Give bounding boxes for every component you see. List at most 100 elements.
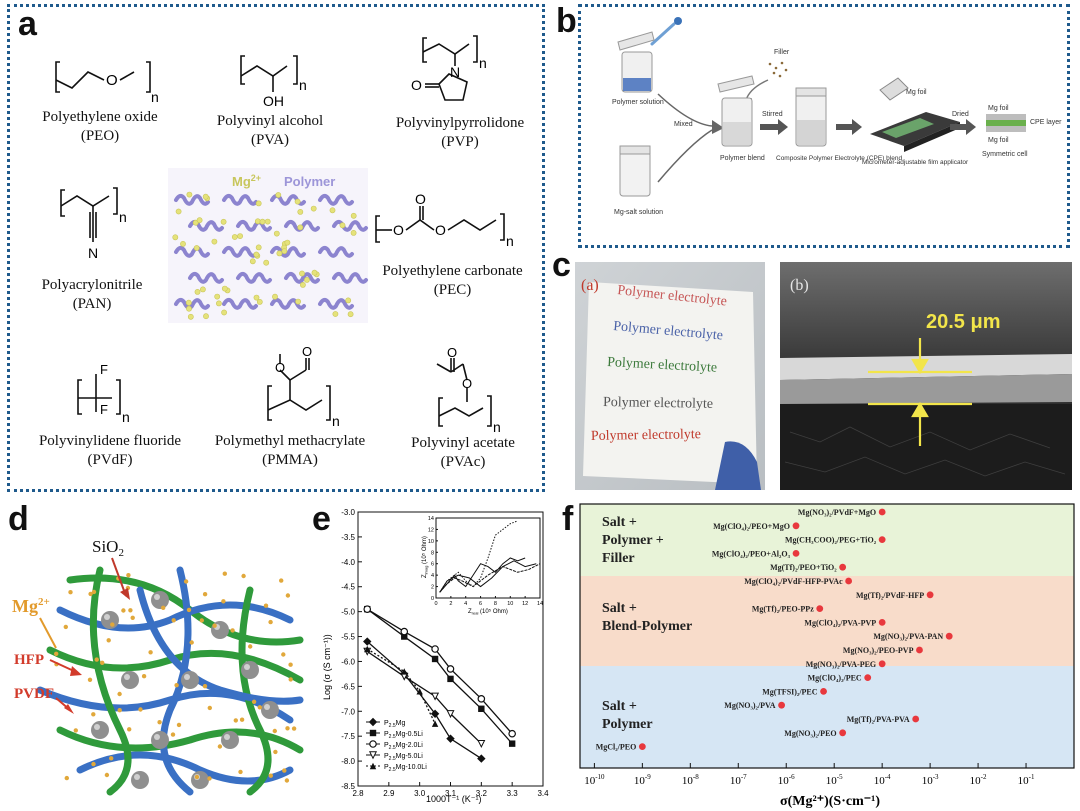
e-data-point — [431, 655, 439, 663]
f-point-label: MgCl₂/PEO — [596, 743, 637, 752]
pan-structure: N n — [60, 187, 127, 261]
polymer-chain — [270, 245, 306, 258]
filler-particles-icon — [768, 61, 788, 78]
mg-ion-dot — [186, 191, 193, 198]
mg-ion-dot — [194, 289, 201, 295]
photo-a-label: (a) — [581, 277, 599, 294]
mg-ion-bead — [117, 708, 122, 713]
e-data-point — [477, 739, 486, 748]
mg-ion-bead — [91, 589, 97, 595]
mg-ion-dot — [311, 269, 318, 276]
e-ytick-label: -5.5 — [341, 633, 355, 642]
composite-network-diagram: SiO2 Mg2+ HFP PVDF — [12, 537, 304, 796]
f-point-label: Mg(ClO₄)₂/PVA-PVP — [804, 618, 876, 627]
e-inset-ytick-label: 4 — [431, 573, 434, 579]
pan-n: n — [119, 209, 127, 225]
film-applicator-text: Micrometer-adjustable film applicator — [862, 159, 969, 166]
polymer-chain — [174, 297, 210, 310]
f-point-label: Mg(NO₃)₂/PVA — [724, 701, 776, 710]
mg-ion-dot — [276, 250, 283, 257]
e-xtick-label: 3.3 — [507, 789, 519, 798]
mg-foil-top-text: Mg foil — [906, 89, 927, 96]
polymer-name-pan: Polyacrylonitrile(PAN) — [41, 277, 143, 312]
polymer-name-peo: Polyethylene oxide(PEO) — [42, 109, 158, 144]
f-data-point — [820, 688, 827, 695]
polymer-chain — [318, 297, 354, 310]
sio2-particle — [91, 721, 109, 739]
f-xtick-label: 10-1 — [1018, 773, 1035, 787]
polymer-chain — [222, 193, 258, 206]
f-data-point — [778, 701, 785, 709]
polymer-strand — [56, 726, 304, 754]
mg-ion-bead — [202, 684, 208, 689]
polymer-name-pva: Polyvinyl alcohol(PVA) — [216, 113, 324, 148]
mg-ion-dot — [175, 208, 182, 215]
e-ytick-label: -6.5 — [341, 682, 355, 691]
e-data-point — [401, 633, 408, 640]
f-data-point — [792, 550, 800, 557]
pvac-structure: O O n — [436, 345, 501, 435]
panel-d-label: d — [8, 500, 29, 538]
mg-ion-dot — [249, 258, 256, 265]
e-inset-ytick-label: 10 — [428, 539, 434, 545]
mg-ion-bead — [91, 761, 96, 767]
schematic-mg-label: Mg2+ — [232, 173, 261, 189]
sio2-particle — [121, 671, 139, 689]
e-ytick-label: -7.5 — [341, 732, 355, 741]
f-category-label: Polymer + — [602, 533, 664, 548]
e-ytick-label: -6.0 — [341, 657, 355, 666]
sio2-highlight — [154, 594, 160, 600]
pvdf-fluorine-2: F — [100, 402, 108, 417]
mg-ion-bead — [281, 652, 286, 657]
pmma-n: n — [332, 413, 340, 429]
polymer-blend-vial-icon — [717, 75, 755, 147]
f-point-label: Mg(NO₃)₂/PVA-PEG — [806, 660, 876, 669]
e-data-point — [477, 754, 486, 763]
cpe-blend-text: Composite Polymer Electrolyte (CPE) blen… — [776, 155, 902, 162]
f-data-point — [839, 729, 847, 737]
symmetric-cell-icon — [986, 114, 1026, 132]
mg-ion-dot — [264, 218, 271, 225]
polymer-strand — [89, 566, 132, 796]
e-inset-ytick-label: 12 — [428, 527, 434, 533]
e-data-point — [508, 729, 516, 738]
f-point-label: Mg(ClO₄)₂/PVdF-HFP-PVAc — [744, 577, 843, 586]
f-plot-frame — [579, 503, 1075, 769]
f-xtick-label: 10-7 — [730, 773, 747, 787]
mg-ion-dot — [275, 192, 282, 198]
polymer-chain — [284, 271, 320, 284]
pvdf-n: n — [122, 409, 130, 425]
mg-ion-dot — [216, 300, 222, 307]
e-xtick-label: 3.4 — [537, 789, 549, 798]
mg-ion-bead — [91, 712, 96, 717]
mg-ion-dot — [332, 311, 339, 317]
cpe-layer-text: CPE layer — [1030, 119, 1062, 126]
mg-ion-bead — [273, 749, 278, 755]
mg-ion-bead — [284, 778, 290, 783]
mg-ion-bead — [268, 773, 273, 778]
e-inset-xtick-label: 0 — [434, 601, 437, 607]
f-category-label: Blend-Polymer — [602, 619, 692, 634]
e-inset-curve — [439, 520, 518, 593]
mg-ion-dot — [255, 244, 262, 251]
polymer-chain — [318, 193, 354, 206]
mg-ion-bead — [141, 674, 147, 679]
sio2-highlight — [154, 734, 160, 740]
sio2-particle — [261, 701, 279, 719]
f-data-point — [878, 536, 886, 543]
mg-ion-bead — [251, 699, 257, 704]
cpe-blend-vial-icon — [795, 87, 827, 147]
pvdf-structure: F F n — [77, 362, 130, 425]
mg-ion-dot — [310, 205, 317, 212]
mg-ion-bead — [212, 623, 217, 628]
f-category-label: Filler — [602, 551, 635, 566]
mg-ion-dot — [299, 282, 306, 288]
mg-ion-bead — [199, 618, 204, 623]
mg-ion-dot — [214, 293, 221, 300]
mg-ion-dot — [187, 313, 194, 320]
e-data-point — [446, 665, 455, 673]
pvp-n: n — [479, 55, 487, 71]
f-category-label: Salt + — [602, 601, 637, 616]
e-data-point — [431, 720, 439, 727]
mg-salt-text: Mg-salt solution — [614, 209, 663, 216]
